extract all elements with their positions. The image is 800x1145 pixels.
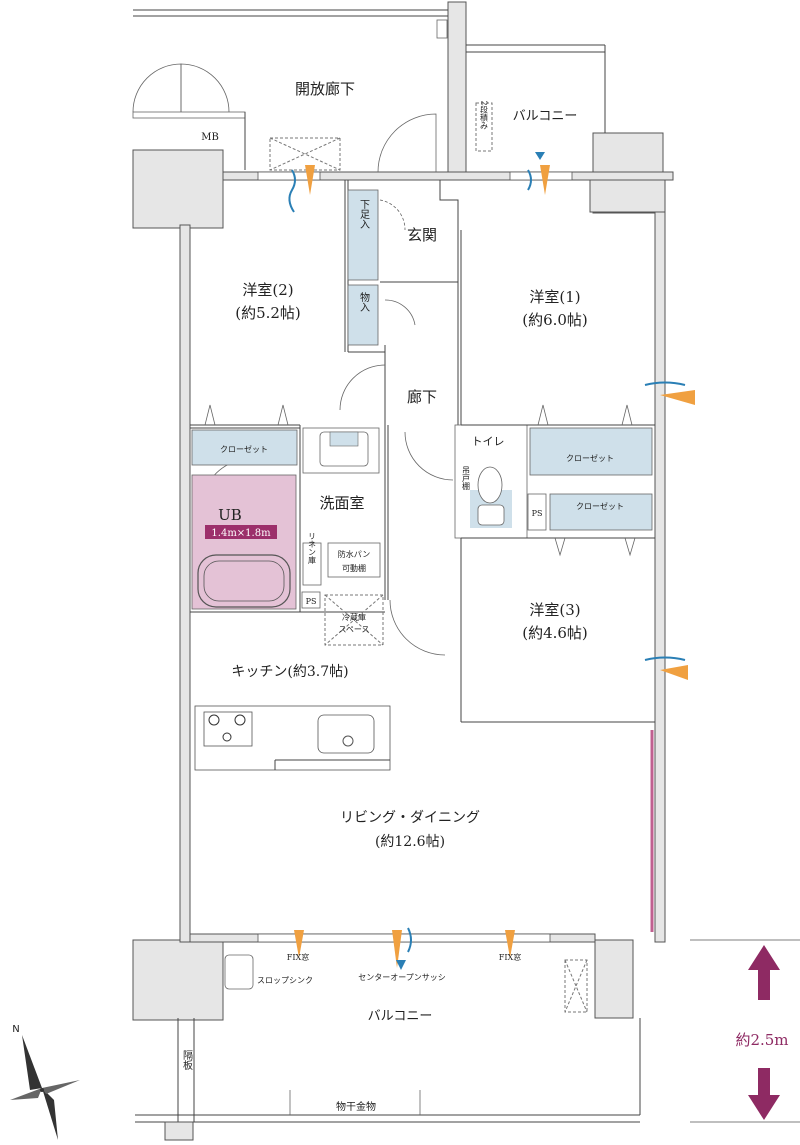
- ps-left-box: [301, 591, 321, 609]
- slop-sink-icon: [224, 954, 254, 990]
- label-linen: リネン庫: [308, 532, 317, 565]
- wall-right: [654, 209, 666, 943]
- label-ps-right: PS: [532, 509, 543, 518]
- toilet-door: [404, 431, 454, 481]
- wall-bottom-pillar: [164, 1121, 194, 1141]
- label-western3-size: (約4.6帖): [522, 624, 588, 642]
- ps-right-box: [527, 493, 547, 531]
- hall-door-1: [339, 364, 386, 411]
- label-partition: 隔板: [181, 1050, 193, 1071]
- closet-c: [549, 493, 653, 531]
- closet-b: [529, 427, 653, 476]
- depth-arrow: [690, 939, 800, 1123]
- shoe-box: [347, 189, 379, 281]
- linen-box: [302, 542, 322, 586]
- kitchen-door: [389, 599, 446, 656]
- outdoor-unit-space: [269, 137, 341, 171]
- storage-door: [384, 299, 416, 326]
- mb-doors: [132, 63, 246, 170]
- balcony-bottom-area: [135, 954, 641, 1141]
- label-balcony-bottom: バルコニー: [368, 1009, 433, 1024]
- label-slop-sink: スロップシンク: [257, 976, 313, 985]
- label-corridor-open: 開放廊下: [295, 80, 355, 98]
- closet-c-doors: [554, 537, 636, 557]
- shoe-door: [379, 199, 406, 231]
- wall-block-top-left: [132, 149, 224, 229]
- label-waterproof-pan: 防水パン: [338, 549, 370, 559]
- label-toilet: トイレ: [472, 435, 505, 448]
- wall-block-bottom-right: [594, 939, 634, 1019]
- ub-size-badge: [205, 525, 277, 539]
- label-movable-shelf: 可動棚: [342, 563, 366, 573]
- closet-b-doors: [537, 404, 633, 426]
- center-open-sash: [257, 933, 551, 943]
- label-kitchen: キッチン(約3.7帖): [231, 664, 348, 680]
- label-fridge-space: スペース: [338, 625, 369, 634]
- label-hanging-shelf: 吊戸棚: [462, 466, 471, 491]
- window-top-left: [257, 171, 321, 181]
- label-mb: MB: [201, 132, 219, 143]
- bathtub-icon: [197, 554, 291, 608]
- label-shoe-box: 下足入: [358, 199, 370, 229]
- toilet-icon: [470, 466, 512, 528]
- wall-top-right-inner: [589, 179, 666, 213]
- label-western3-name: 洋室(3): [529, 601, 580, 619]
- exterior-walls: [132, 1, 674, 1021]
- label-closet-c: クローゼット: [576, 501, 624, 511]
- label-washroom: 洗面室: [319, 494, 364, 512]
- closet-a: [191, 429, 298, 466]
- label-depth: 約2.5m: [735, 1031, 788, 1049]
- label-western2-size: (約5.2帖): [235, 304, 301, 322]
- label-ps-left: PS: [306, 597, 317, 606]
- label-balcony-top: バルコニー: [513, 109, 578, 124]
- outdoor-unit-bottom: [564, 959, 588, 1013]
- label-entrance: 玄関: [407, 226, 437, 244]
- closet-a-doors: [204, 404, 289, 426]
- label-fix-window-right: FIX窓: [499, 952, 521, 962]
- fridge-space: [324, 594, 384, 646]
- label-fridge: 冷蔵庫: [342, 612, 366, 622]
- label-living-name: リビング・ダイニング: [340, 810, 480, 826]
- label-closet-b: クローゼット: [566, 453, 614, 463]
- compass-icon: [10, 1035, 80, 1140]
- label-western2-name: 洋室(2): [242, 281, 293, 299]
- label-drying-hanger: 物干金物: [336, 1100, 376, 1113]
- waterproof-pan-box: [327, 542, 381, 578]
- window-top-right: [509, 171, 573, 181]
- corridor-railing: [133, 9, 606, 133]
- wall-top: [222, 171, 674, 181]
- label-living-size: (約12.6帖): [375, 834, 445, 850]
- wall-block-bottom-left: [132, 939, 224, 1021]
- label-hallway: 廊下: [407, 388, 437, 406]
- stove-icon: [203, 711, 253, 747]
- label-center-sash: センターオープンサッシ: [358, 973, 446, 982]
- label-western1-name: 洋室(1): [529, 288, 580, 306]
- label-fix-window-left: FIX窓: [287, 952, 309, 962]
- label-western1-size: (約6.0帖): [522, 311, 588, 329]
- storage-box: [347, 284, 379, 346]
- label-two-step: 2段積み: [480, 100, 489, 129]
- label-ub: UB: [218, 506, 242, 524]
- label-closet-a: クローゼット: [220, 444, 268, 454]
- sink-icon: [317, 714, 375, 754]
- label-north: N: [12, 1024, 19, 1035]
- wall-left: [179, 224, 191, 943]
- label-storage: 物入: [358, 291, 370, 312]
- two-step-box: [475, 102, 493, 152]
- wall-pillar-top: [447, 1, 467, 173]
- entrance-door: [377, 113, 437, 173]
- label-ub-size: 1.4m×1.8m: [211, 528, 271, 539]
- airflow-icon: [288, 152, 695, 970]
